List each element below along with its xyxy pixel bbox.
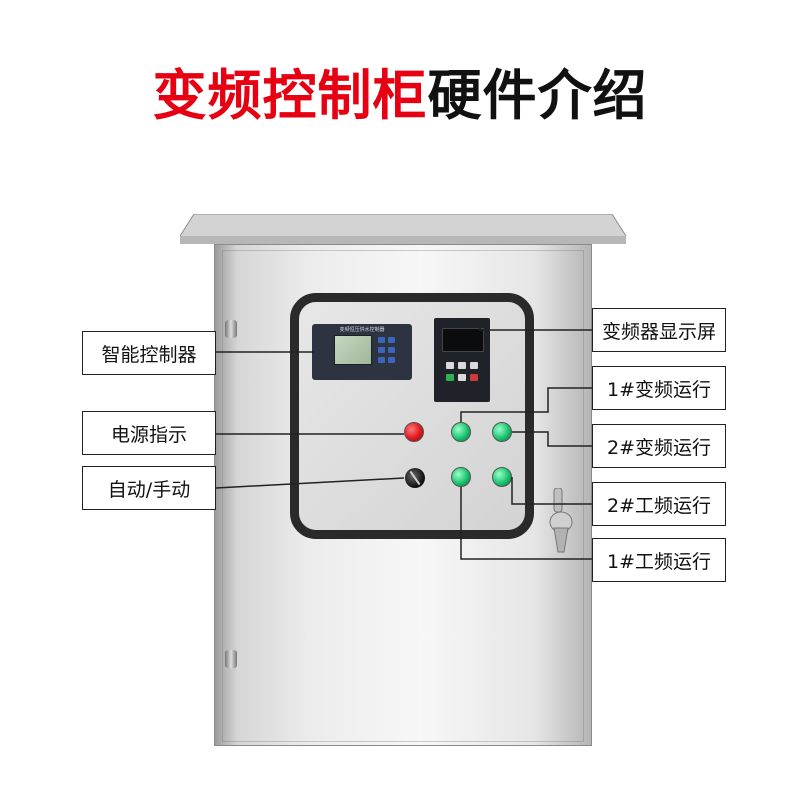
controller-lcd <box>334 335 372 365</box>
callout-run-1-line: 1#工频运行 <box>592 538 726 582</box>
run-1-line-lamp <box>451 467 471 487</box>
callout-vfd-display: 变频器显示屏 <box>592 308 726 352</box>
callout-auto-manual: 自动/手动 <box>82 466 216 510</box>
vfd-key-2[interactable] <box>458 362 466 369</box>
hinge-top <box>225 320 237 338</box>
callout-run-2-vfd: 2#变频运行 <box>592 424 726 468</box>
front-panel <box>290 293 534 539</box>
controller-key-set[interactable] <box>388 337 395 343</box>
vfd-run-key[interactable] <box>446 374 454 381</box>
run-2-vfd-lamp <box>492 422 512 442</box>
controller-key-up[interactable] <box>378 337 385 343</box>
hinge-bottom <box>225 650 237 668</box>
vfd-screen <box>442 328 484 352</box>
vfd-key-5[interactable] <box>458 374 466 381</box>
vfd-key-3[interactable] <box>470 362 478 369</box>
controller-key-left[interactable] <box>378 357 385 363</box>
vfd-stop-key[interactable] <box>470 374 478 381</box>
cabinet-door <box>222 250 584 742</box>
title-rest: 硬件介绍 <box>427 64 648 127</box>
callout-smart-controller: 智能控制器 <box>82 331 216 375</box>
callout-run-1-vfd: 1#变频运行 <box>592 366 726 410</box>
auto-manual-knob[interactable] <box>405 468 425 488</box>
run-1-vfd-lamp <box>451 422 471 442</box>
title-highlight: 变频控制柜 <box>152 64 428 127</box>
callout-run-2-line: 2#工频运行 <box>592 482 726 526</box>
controller-key-enter[interactable] <box>388 347 395 353</box>
vfd-key-1[interactable] <box>446 362 454 369</box>
controller-key-down[interactable] <box>378 347 385 353</box>
controller-key-right[interactable] <box>388 357 395 363</box>
door-lock-icon <box>549 488 573 553</box>
controller-caption: 变频恒压供水控制器 <box>339 327 385 333</box>
page-title: 变频控制柜硬件介绍 <box>0 64 800 128</box>
cabinet-roof <box>180 214 626 244</box>
callout-power-indicator: 电源指示 <box>82 411 216 455</box>
smart-controller: 变频恒压供水控制器 <box>312 324 412 380</box>
power-indicator-lamp <box>404 422 424 442</box>
vfd-keypad <box>434 318 490 402</box>
